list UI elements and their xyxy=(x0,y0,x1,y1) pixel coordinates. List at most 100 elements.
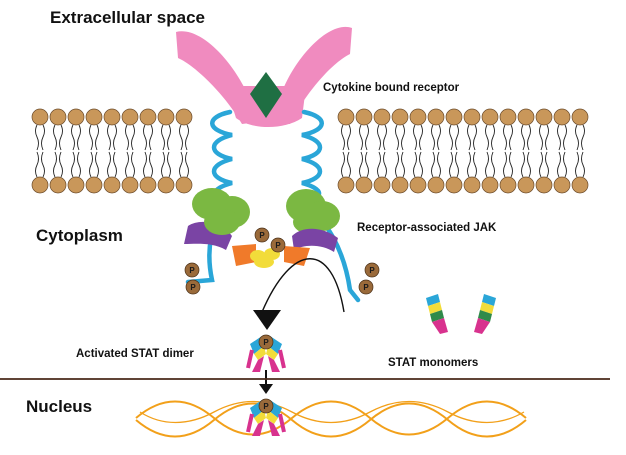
lipid-tail xyxy=(107,124,117,151)
lipid-head xyxy=(85,176,103,194)
nuclear-stat-dimer xyxy=(246,400,286,436)
recruitment-arrow-curve xyxy=(261,258,345,313)
lipid-tail xyxy=(71,124,81,151)
lipid-tail xyxy=(575,151,585,178)
svg-text:P: P xyxy=(263,338,269,347)
svg-text:P: P xyxy=(369,266,375,275)
phosphate-group: P xyxy=(364,262,380,278)
lipid-head xyxy=(85,108,103,126)
lipid-head xyxy=(355,108,373,126)
phosphate-group: P xyxy=(258,334,274,350)
lipid-head xyxy=(553,176,571,194)
lipid-head xyxy=(517,176,535,194)
lipid-head xyxy=(103,108,121,126)
lipid-tail xyxy=(143,151,153,178)
jak-right xyxy=(284,189,340,266)
lipid-head xyxy=(373,108,391,126)
lipid-tail xyxy=(53,124,63,151)
lipid-tail xyxy=(557,124,567,151)
lipid-tail xyxy=(35,151,45,178)
lipid-head xyxy=(427,176,445,194)
lipid-tail xyxy=(107,151,117,178)
phosphate-group: P xyxy=(358,279,374,295)
lipid-tail xyxy=(143,124,153,151)
lipid-tail xyxy=(395,151,405,178)
lipid-head xyxy=(499,108,517,126)
nuclear-translocation-arrowhead xyxy=(259,384,273,394)
label-cytokine-bound-receptor: Cytokine bound receptor xyxy=(323,82,460,94)
lipid-head xyxy=(157,108,175,126)
lipid-head xyxy=(481,176,499,194)
label-nucleus: Nucleus xyxy=(26,397,93,416)
phosphate-group: P xyxy=(185,279,201,295)
lipid-tail xyxy=(431,151,441,178)
lipid-head xyxy=(49,176,67,194)
lipid-tail xyxy=(485,124,495,151)
lipid-head xyxy=(31,176,49,194)
lipid-tail xyxy=(467,124,477,151)
lipid-head xyxy=(463,176,481,194)
label-stat-monomers: STAT monomers xyxy=(388,357,479,369)
lipid-head xyxy=(427,108,445,126)
lipid-head xyxy=(409,176,427,194)
lipid-tail xyxy=(377,151,387,178)
lipid-tail xyxy=(161,151,171,178)
lipid-head xyxy=(535,176,553,194)
lipid-head xyxy=(481,108,499,126)
lipid-tail xyxy=(89,151,99,178)
phosphate-group: P xyxy=(254,227,270,243)
lipid-tail xyxy=(485,151,495,178)
cytokine-receptor xyxy=(176,26,352,127)
lipid-head xyxy=(49,108,67,126)
lipid-tail xyxy=(539,124,549,151)
lipid-tail xyxy=(449,124,459,151)
lipid-tail xyxy=(341,124,351,151)
lipid-head xyxy=(499,176,517,194)
label-receptor-associated-jak: Receptor-associated JAK xyxy=(357,222,497,234)
lipid-head xyxy=(409,108,427,126)
lipid-tail xyxy=(161,124,171,151)
svg-text:P: P xyxy=(259,231,265,240)
lipid-tail xyxy=(359,124,369,151)
lipid-head xyxy=(31,108,49,126)
lipid-tail xyxy=(341,151,351,178)
lipid-tail xyxy=(521,151,531,178)
lipid-head xyxy=(553,108,571,126)
lipid-tail xyxy=(179,124,189,151)
lipid-tail xyxy=(449,151,459,178)
lipid-tail xyxy=(557,151,567,178)
lipid-head xyxy=(463,108,481,126)
lipid-head xyxy=(337,176,355,194)
lipid-head xyxy=(175,176,193,194)
lipid-tail xyxy=(359,151,369,178)
svg-text:P: P xyxy=(190,283,196,292)
label-extracellular-space: Extracellular space xyxy=(50,8,205,27)
lipid-tail xyxy=(89,124,99,151)
lipid-tail xyxy=(179,151,189,178)
lipid-tail xyxy=(377,124,387,151)
lipid-tail xyxy=(53,151,63,178)
phosphate-group: P xyxy=(258,398,274,414)
jak-left xyxy=(184,188,256,266)
lipid-head xyxy=(121,176,139,194)
lipid-tail xyxy=(539,151,549,178)
lipid-head xyxy=(337,108,355,126)
svg-text:P: P xyxy=(263,402,269,411)
phosphate-group: P xyxy=(184,262,200,278)
lipid-tail xyxy=(413,124,423,151)
lipid-tail xyxy=(521,124,531,151)
lipid-tail xyxy=(431,124,441,151)
lipid-head xyxy=(445,108,463,126)
stat-monomer xyxy=(426,294,448,334)
lipid-tail xyxy=(35,124,45,151)
dna-strand xyxy=(135,400,527,438)
lipid-tail xyxy=(575,124,585,151)
lipid-head xyxy=(67,176,85,194)
svg-text:P: P xyxy=(275,241,281,250)
lipid-head xyxy=(391,108,409,126)
lipid-head xyxy=(517,108,535,126)
lipid-tail xyxy=(503,124,513,151)
lipid-head xyxy=(67,108,85,126)
